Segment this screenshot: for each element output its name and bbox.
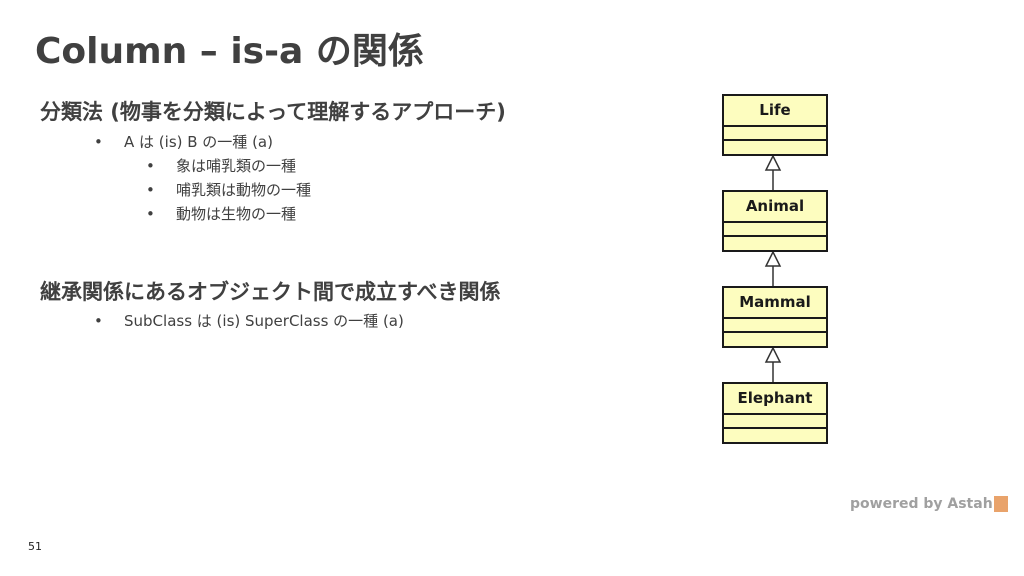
- sub-bullet: • 哺乳類は動物の一種: [146, 179, 311, 200]
- generalization-arrowhead: [764, 154, 782, 171]
- section1-heading: 分類法 (物事を分類によって理解するアプローチ): [40, 100, 506, 124]
- class-attributes: [724, 415, 826, 429]
- class-attributes: [724, 319, 826, 333]
- section2-bullet-text: SubClass は (is) SuperClass の一種 (a): [124, 312, 404, 330]
- class-attributes: [724, 127, 826, 141]
- class-name: Life: [724, 96, 826, 127]
- inheritance-arrows: [764, 154, 782, 382]
- sub-bullet-text: 哺乳類は動物の一種: [176, 181, 312, 199]
- class-name: Elephant: [724, 384, 826, 415]
- sub-bullet-text: 象は哺乳類の一種: [176, 157, 297, 175]
- watermark-text: powered by Astah: [850, 496, 993, 512]
- slide-title: Column – is-a の関係: [35, 31, 424, 72]
- generalization-arrowhead: [764, 250, 782, 267]
- class-name: Animal: [724, 192, 826, 223]
- page-number: 51: [28, 540, 42, 553]
- uml-class-animal: Animal: [722, 190, 828, 252]
- bullet-dot: •: [146, 205, 155, 223]
- astah-watermark: powered by Astah: [850, 496, 1008, 512]
- section2-bullet: • SubClass は (is) SuperClass の一種 (a): [94, 310, 404, 331]
- section2-heading: 継承関係にあるオブジェクト間で成立すべき関係: [40, 280, 501, 304]
- bullet-dot: •: [146, 181, 155, 199]
- bullet-dot: •: [146, 157, 155, 175]
- section1-bullet-text: A は (is) B の一種 (a): [124, 133, 273, 151]
- uml-class-elephant: Elephant: [722, 382, 828, 444]
- bullet-dot: •: [94, 133, 103, 151]
- uml-class-diagram: Life Animal Mammal Elephant: [722, 94, 828, 446]
- uml-class-mammal: Mammal: [722, 286, 828, 348]
- section1-bullet: • A は (is) B の一種 (a): [94, 131, 273, 152]
- sub-bullet: • 象は哺乳類の一種: [146, 155, 296, 176]
- sub-bullet: • 動物は生物の一種: [146, 203, 296, 224]
- astah-logo-icon: [993, 496, 1008, 512]
- uml-class-life: Life: [722, 94, 828, 156]
- sub-bullet-text: 動物は生物の一種: [176, 205, 297, 223]
- class-name: Mammal: [724, 288, 826, 319]
- bullet-dot: •: [94, 312, 103, 330]
- class-attributes: [724, 223, 826, 237]
- generalization-arrowhead: [764, 346, 782, 363]
